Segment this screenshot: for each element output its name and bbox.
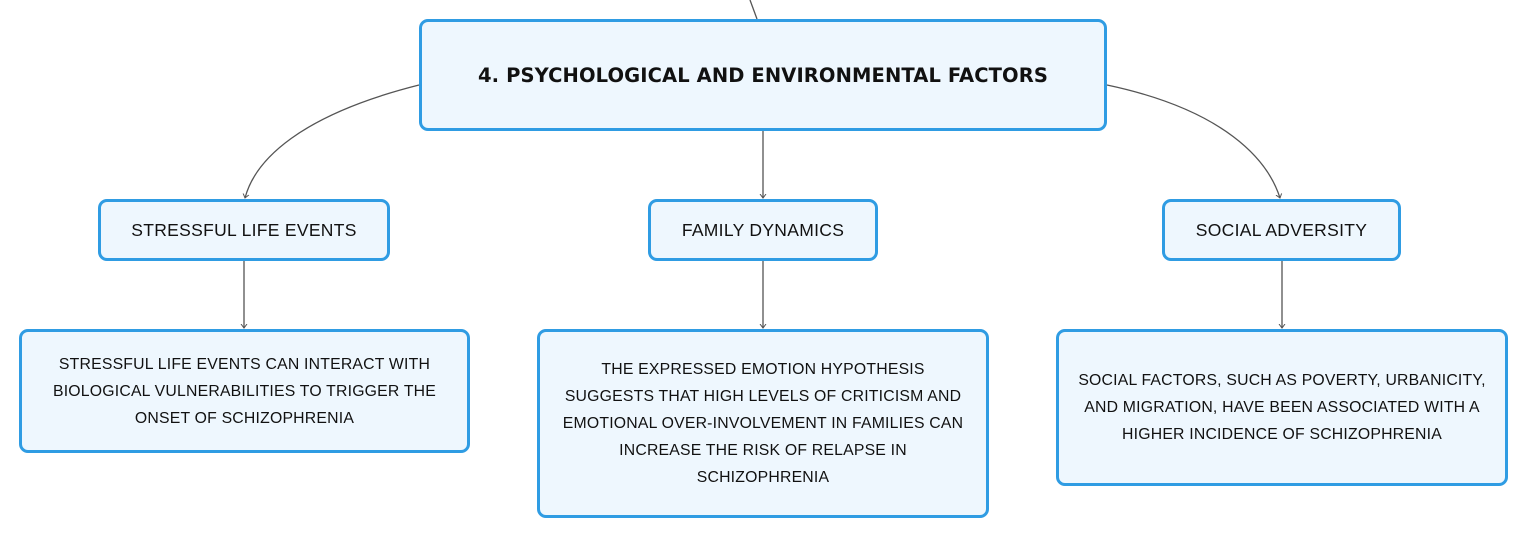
branch-node-family-dynamics[interactable]: FAMILY DYNAMICS bbox=[648, 199, 878, 261]
branch-node-social-adversity[interactable]: SOCIAL ADVERSITY bbox=[1162, 199, 1401, 261]
parent-connector bbox=[749, 0, 758, 20]
connector-root-to-stressful-life-events bbox=[245, 84, 420, 198]
branch-label-family-dynamics: FAMILY DYNAMICS bbox=[681, 219, 845, 240]
branch-label-social-adversity: SOCIAL ADVERSITY bbox=[1195, 219, 1368, 240]
detail-node-stressful-life-events[interactable]: STRESSFUL LIFE EVENTS CAN INTERACT WITH … bbox=[19, 329, 470, 453]
branch-node-stressful-life-events[interactable]: STRESSFUL LIFE EVENTS bbox=[98, 199, 390, 261]
root-topic-node[interactable]: 4. PSYCHOLOGICAL AND ENVIRONMENTAL FACTO… bbox=[419, 19, 1107, 131]
connector-root-to-social-adversity bbox=[1106, 84, 1280, 198]
detail-node-family-dynamics[interactable]: THE EXPRESSED EMOTION HYPOTHESIS SUGGEST… bbox=[537, 329, 989, 518]
detail-text-stressful-life-events: STRESSFUL LIFE EVENTS CAN INTERACT WITH … bbox=[52, 355, 437, 427]
detail-node-social-adversity[interactable]: SOCIAL FACTORS, SUCH AS POVERTY, URBANIC… bbox=[1056, 329, 1508, 486]
root-topic-label: 4. PSYCHOLOGICAL AND ENVIRONMENTAL FACTO… bbox=[478, 63, 1048, 87]
branch-label-stressful-life-events: STRESSFUL LIFE EVENTS bbox=[131, 219, 357, 240]
detail-text-social-adversity: SOCIAL FACTORS, SUCH AS POVERTY, URBANIC… bbox=[1078, 372, 1486, 443]
detail-text-family-dynamics: THE EXPRESSED EMOTION HYPOTHESIS SUGGEST… bbox=[562, 361, 964, 486]
